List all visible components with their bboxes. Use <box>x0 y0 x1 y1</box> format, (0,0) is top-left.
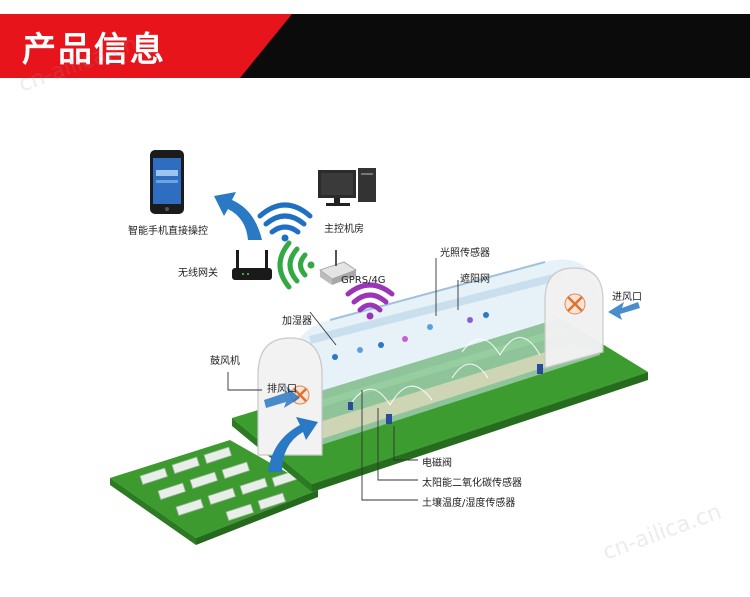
arrow-icon <box>214 192 640 472</box>
label-wireless-gateway: 无线网关 <box>178 268 218 279</box>
label-humidifier: 加湿器 <box>282 316 312 327</box>
gprs-module-icon <box>319 250 357 285</box>
fan-icon <box>564 293 586 315</box>
header-banner <box>0 14 750 78</box>
label-gprs: GPRS/4G <box>341 275 386 286</box>
label-exhaust: 排风口 <box>267 384 297 395</box>
router-icon <box>232 250 272 280</box>
smartphone-icon <box>150 150 184 214</box>
computer-icon <box>318 168 376 206</box>
leader-lines <box>227 258 459 501</box>
wifi-icon <box>257 202 313 242</box>
label-co2-sensor: 太阳能二氧化碳传感器 <box>422 478 522 489</box>
sprinkler-spray <box>351 337 541 406</box>
label-blower: 鼓风机 <box>210 356 240 367</box>
seedling-field <box>110 440 318 545</box>
label-air-inlet: 进风口 <box>612 292 642 303</box>
page-title: 产品信息 <box>22 30 166 70</box>
label-light-sensor: 光照传感器 <box>440 248 490 259</box>
wifi-icon <box>345 282 395 320</box>
label-solenoid-valve: 电磁阀 <box>422 458 452 469</box>
label-shade-net: 遮阳网 <box>460 274 490 285</box>
label-control-room: 主控机房 <box>324 224 364 235</box>
sensor-dots <box>332 312 543 424</box>
wifi-icon <box>277 240 315 290</box>
label-soil-sensor: 土壤温度/湿度传感器 <box>422 498 516 509</box>
label-smartphone: 智能手机直接操控 <box>128 226 208 237</box>
